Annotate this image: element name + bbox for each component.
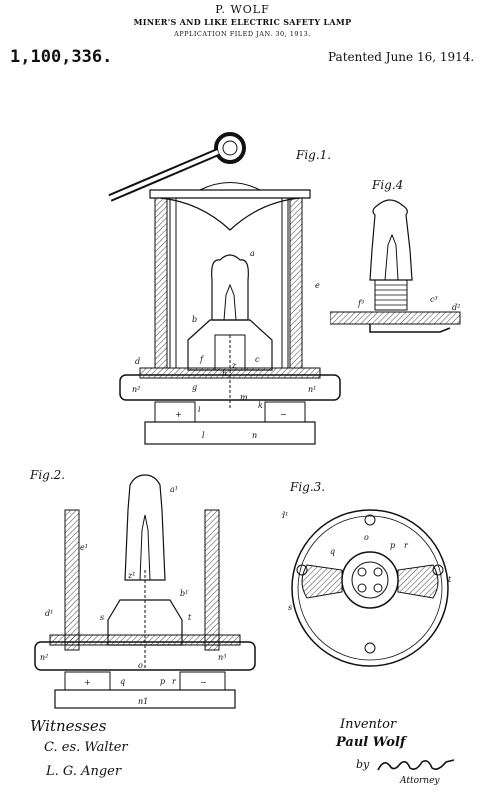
lamp-handle xyxy=(108,132,246,202)
fig4-callout-c3: c³ xyxy=(430,295,438,304)
fig1-callout-c: c xyxy=(255,355,260,364)
attorney-label: Attorney xyxy=(400,776,440,786)
fig1-callout-g: g xyxy=(192,383,197,392)
fig4-callout-d2: d² xyxy=(452,303,460,312)
fig2-callout-e1: e¹ xyxy=(80,543,88,552)
fig1-callout-h: h xyxy=(222,369,227,378)
fig2-callout-n3: n³ xyxy=(218,653,226,662)
inventor-heading: Inventor xyxy=(340,717,397,732)
fig1-callout-k: k xyxy=(258,401,263,410)
witnesses-heading: Witnesses xyxy=(30,717,107,735)
fig2-callout-n2: n² xyxy=(40,653,48,662)
fig1-callout-z: z xyxy=(231,361,237,370)
fig1-callout-b: b xyxy=(192,315,197,324)
fig2-label: Fig.2. xyxy=(30,468,66,482)
fig3-label: Fig.3. xyxy=(290,480,326,494)
fig2-callout-a1: a¹ xyxy=(170,485,178,494)
fig1-label: Fig.1. xyxy=(296,148,332,162)
fig2-callout-s: s xyxy=(100,613,104,622)
fig3-callout-t: t xyxy=(448,575,452,584)
figure-4-drawing: f³ c³ d² xyxy=(330,199,461,333)
witness-signature-1: C. es. Walter xyxy=(44,740,128,755)
patent-number: 1,100,336. xyxy=(10,47,113,67)
fig3-callout-s: s xyxy=(288,603,292,612)
fig2-callout-o: o xyxy=(138,661,143,670)
fig3-callout-q: q xyxy=(330,547,335,556)
fig3-callout-o: o xyxy=(364,533,369,542)
inventor-name-header: P. WOLF xyxy=(215,3,270,16)
patented-date: Patented June 16, 1914. xyxy=(328,50,475,64)
application-filed: APPLICATION FILED JAN. 30, 1913. xyxy=(174,30,311,38)
fig1-callout-m: m xyxy=(240,393,248,402)
fig1-callout-a: a xyxy=(250,249,255,258)
fig2-callout-d1: d¹ xyxy=(45,609,53,618)
witness-signature-2: L. G. Anger xyxy=(46,764,122,779)
attorney-signature xyxy=(376,756,456,778)
fig2-callout-t: t xyxy=(188,613,192,622)
fig2-minus-terminal: − xyxy=(200,678,207,687)
fig2-callout-q: q xyxy=(120,677,125,686)
fig1-callout-l: l xyxy=(202,431,205,440)
fig4-callout-f3: f³ xyxy=(357,299,364,308)
fig1-callout-d: d xyxy=(135,357,140,366)
by-label: by xyxy=(356,758,370,771)
fig1-callout-f: f xyxy=(199,355,205,364)
fig1-callout-e: e xyxy=(315,281,320,290)
figure-3-drawing: d¹ o q p r t s xyxy=(282,509,452,667)
fig2-callout-b1: b¹ xyxy=(180,589,188,598)
fig2-plus-terminal: + xyxy=(84,678,91,687)
fig1-callout-n2: n² xyxy=(132,385,140,394)
fig2-callout-n1: n1 xyxy=(138,697,148,706)
fig1-plus-terminal: + xyxy=(175,410,182,419)
figure-1-drawing: + − a e b d f c z h g m i k l n n² n¹ xyxy=(108,132,341,445)
fig3-callout-r: r xyxy=(404,541,409,550)
fig2-callout-p: p xyxy=(160,677,165,686)
fig4-label: Fig.4 xyxy=(372,178,404,192)
fig1-callout-n1: n¹ xyxy=(308,385,316,394)
fig3-callout-p: p xyxy=(390,541,395,550)
fig2-callout-z1: z¹ xyxy=(127,571,135,580)
patent-title: MINER'S AND LIKE ELECTRIC SAFETY LAMP xyxy=(133,17,352,27)
fig1-callout-n: n xyxy=(252,431,257,440)
fig3-callout-d1: d¹ xyxy=(282,511,288,520)
inventor-signature: Paul Wolf xyxy=(336,735,406,750)
fig1-callout-i: i xyxy=(198,405,201,414)
fig2-callout-r: r xyxy=(172,677,177,686)
figure-2-drawing: + − a¹ e¹ z¹ b¹ d¹ s t n² n³ o q p r n1 xyxy=(34,474,256,709)
fig1-minus-terminal: − xyxy=(280,410,287,419)
